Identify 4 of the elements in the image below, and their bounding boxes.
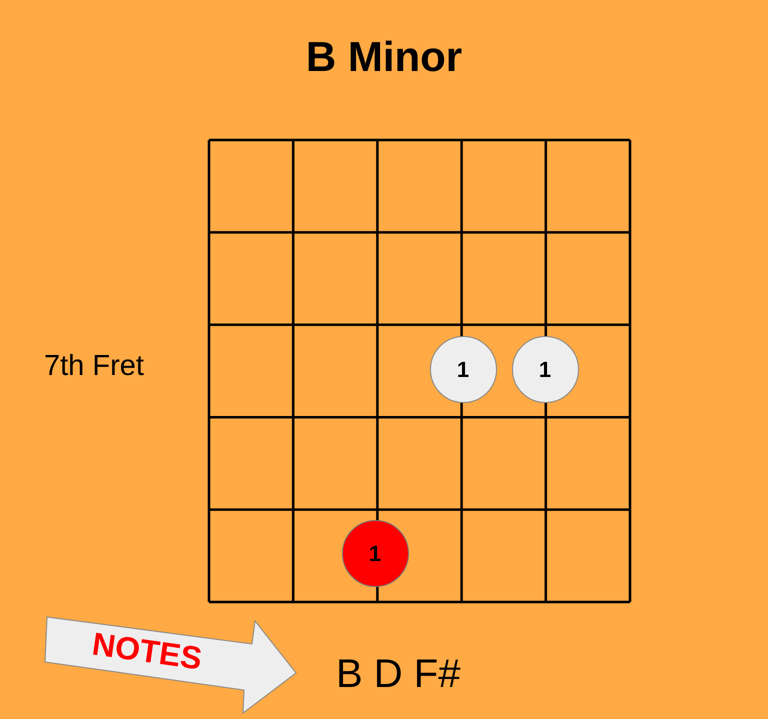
arrow-text: NOTES	[90, 627, 204, 675]
chord-title: B Minor	[306, 36, 462, 78]
fret-label: 7th Fret	[44, 352, 144, 381]
notes-text: B D F#	[336, 654, 460, 694]
